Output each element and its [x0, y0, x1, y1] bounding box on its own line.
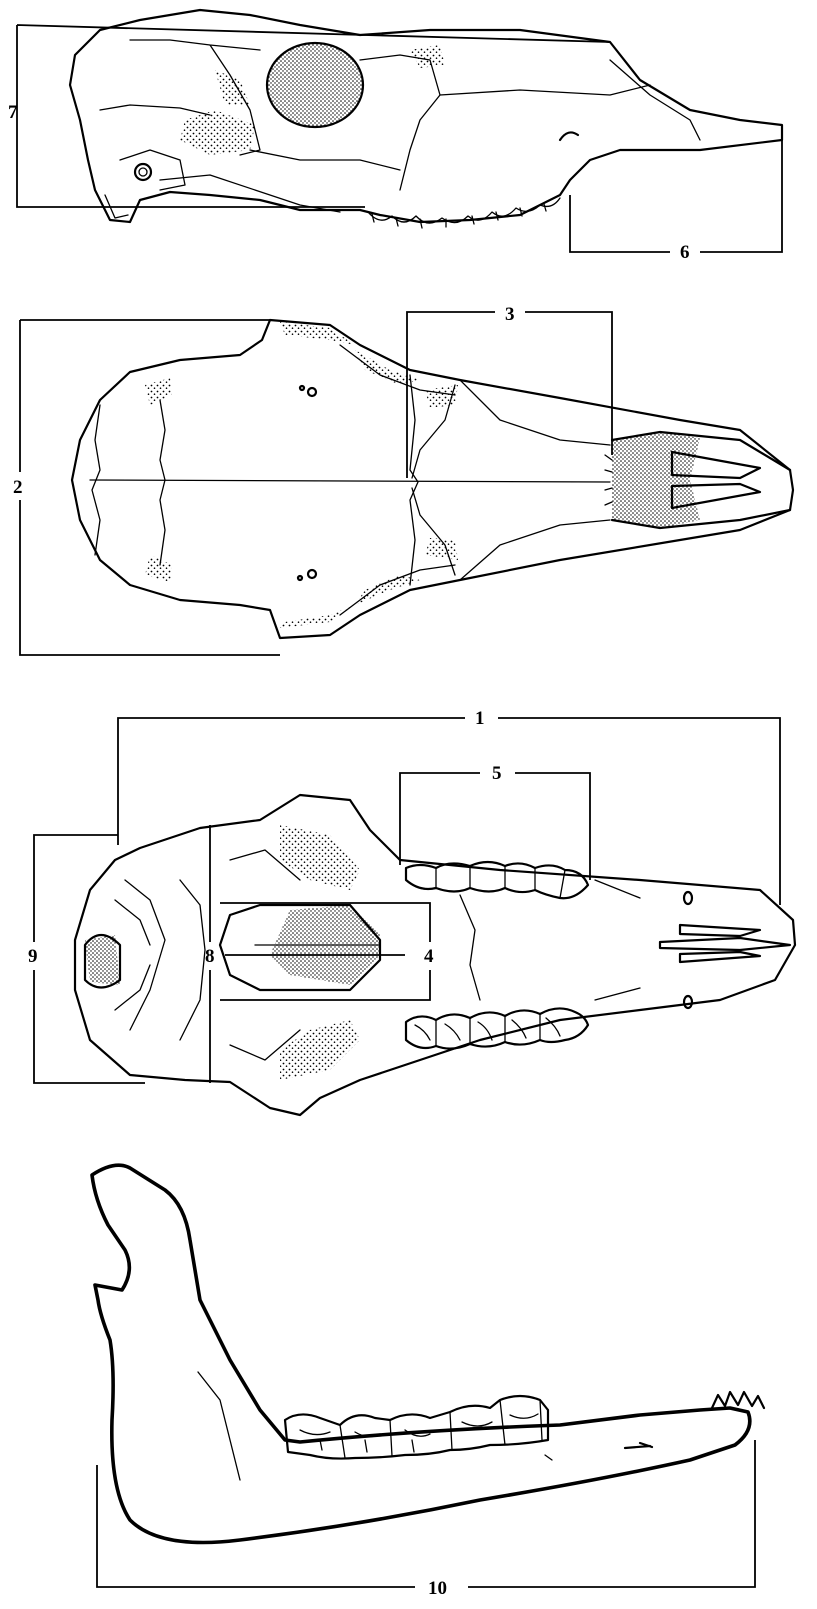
label-4: 4 — [424, 946, 434, 967]
label-7: 7 — [8, 102, 18, 123]
label-9: 9 — [28, 946, 38, 967]
lateral-skull-view — [70, 10, 782, 228]
bracket-1 — [118, 718, 780, 905]
label-8: 8 — [205, 946, 215, 967]
dorsal-skull-view — [72, 320, 793, 638]
mandible-view — [92, 1165, 764, 1542]
label-3: 3 — [505, 304, 515, 325]
label-2: 2 — [13, 477, 23, 498]
label-10: 10 — [428, 1578, 447, 1599]
label-5: 5 — [492, 763, 502, 784]
bracket-10 — [97, 1440, 755, 1587]
label-6: 6 — [680, 242, 690, 263]
label-1: 1 — [475, 708, 485, 729]
ventral-skull-view — [75, 795, 795, 1115]
